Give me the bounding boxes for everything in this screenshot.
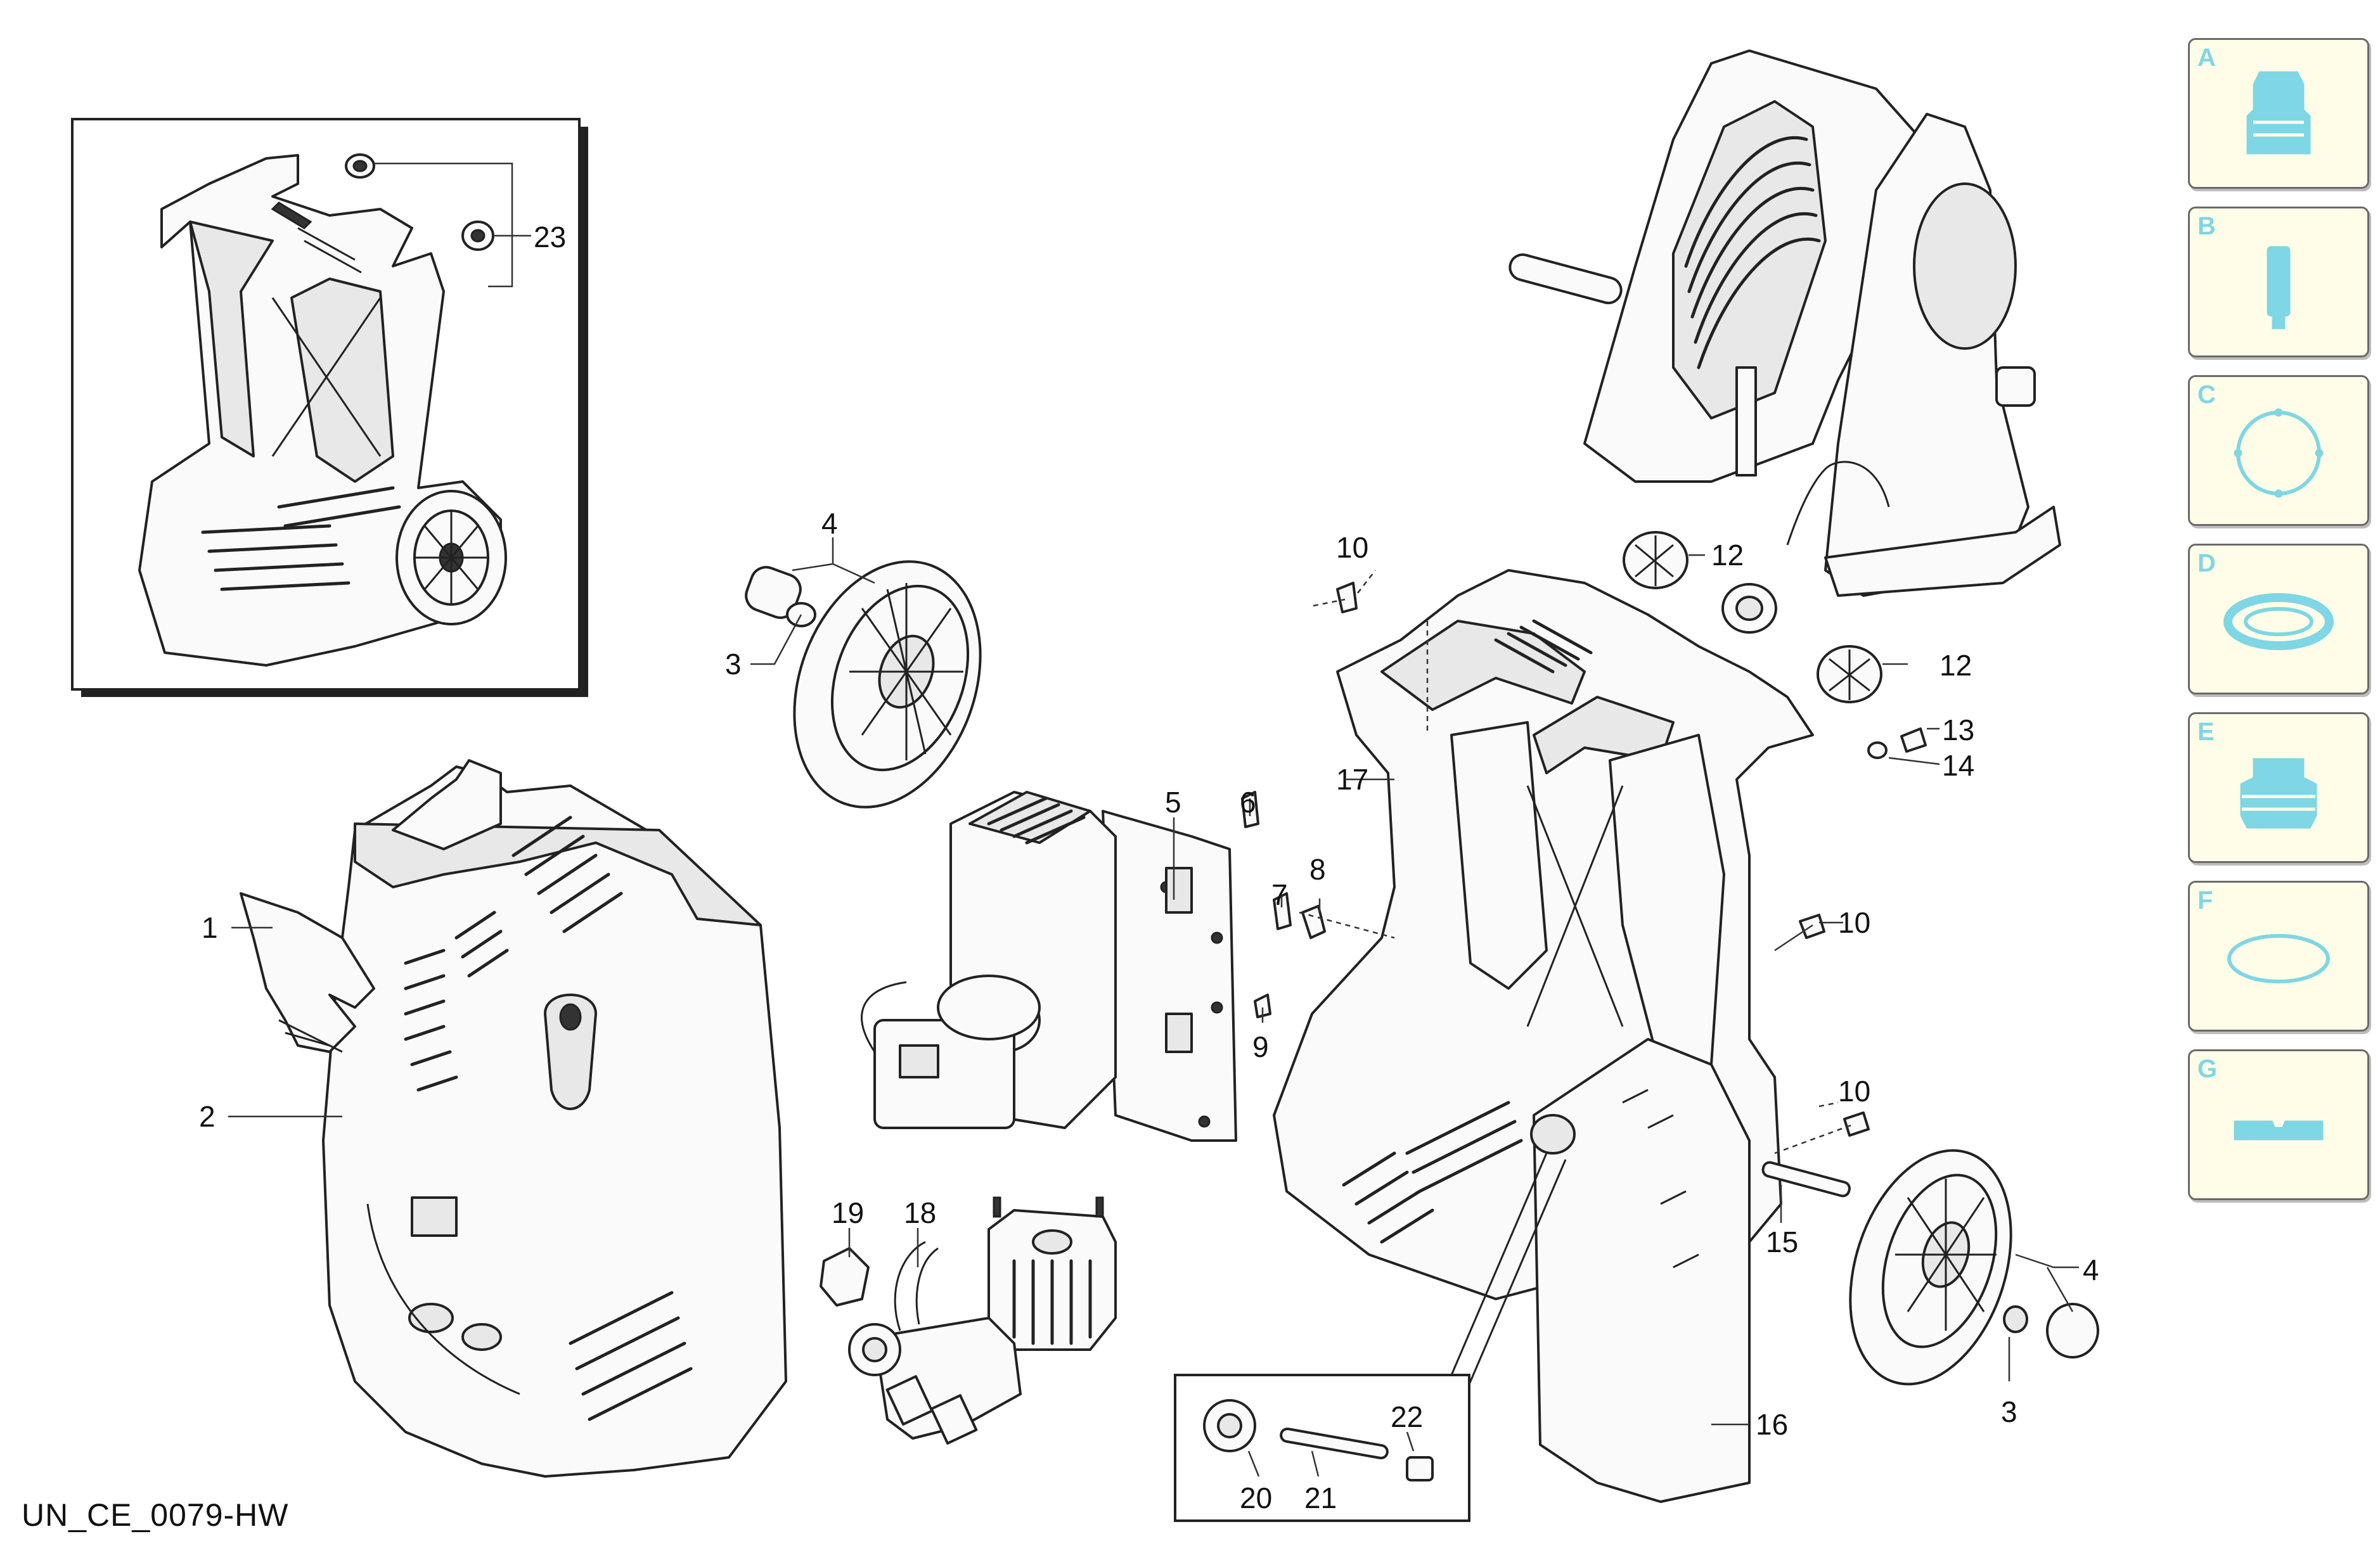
callout-13: 13 [1942, 713, 1974, 746]
cylinder-icon [2267, 246, 2291, 329]
leader-lines [228, 537, 2079, 1477]
legend-card-a[interactable]: A [2188, 38, 2369, 189]
inset-frame-assembly [71, 118, 588, 697]
callout-6: 6 [1240, 786, 1256, 819]
legend-card-c[interactable]: C [2188, 375, 2369, 526]
callout-18: 18 [904, 1196, 936, 1229]
flat-seal-icon [2223, 593, 2334, 650]
callout-16: 16 [1756, 1408, 1788, 1441]
callout-4: 4 [2083, 1253, 2099, 1286]
callout-20: 20 [1240, 1481, 1272, 1514]
callout-14: 14 [1942, 749, 1974, 782]
stepped-seal-icon [2240, 758, 2317, 829]
callout-4: 4 [821, 507, 838, 540]
callout-5: 5 [1165, 786, 1181, 819]
flat-gasket-icon [2234, 1120, 2324, 1141]
callout-15: 15 [1766, 1225, 1798, 1258]
legend-letter: D [2197, 549, 2216, 577]
callout-10: 10 [1336, 531, 1368, 564]
callout-labels: 1 2 3 3 4 4 5 6 7 8 9 10 10 10 12 12 13 … [199, 221, 2099, 1514]
motor-assembly [861, 791, 1326, 1142]
thin-ring-icon [2227, 934, 2330, 983]
legend-card-e[interactable]: E [2188, 712, 2369, 863]
callout-19: 19 [832, 1196, 864, 1229]
front-wheel [745, 560, 982, 809]
document-code: UN_CE_0079-HW [22, 1497, 289, 1533]
legend-card-d[interactable]: D [2188, 544, 2369, 694]
main-frame [1273, 569, 1814, 1503]
pump-assembly [820, 1196, 1117, 1445]
callout-10: 10 [1838, 1075, 1870, 1108]
legend-letter: G [2197, 1055, 2218, 1083]
legend-letter: E [2197, 718, 2215, 746]
legend-letter: B [2197, 212, 2216, 240]
hose-reel [1508, 49, 2061, 634]
callout-22: 22 [1391, 1400, 1423, 1433]
o-ring-icon [2234, 408, 2324, 498]
callout-2: 2 [199, 1100, 215, 1133]
screws [1336, 582, 1927, 1137]
seal-kit-box [1174, 1374, 1470, 1522]
reel-caps [1623, 531, 1882, 703]
callout-1: 1 [202, 911, 218, 944]
legend-letter: F [2197, 886, 2213, 914]
legend-letter: C [2197, 381, 2216, 409]
callout-10: 10 [1838, 906, 1870, 939]
callout-7: 7 [1271, 878, 1288, 911]
legend-card-f[interactable]: F [2188, 881, 2369, 1032]
legend-letter: A [2197, 44, 2216, 72]
callout-3: 3 [725, 648, 742, 681]
nozzle-icon [2246, 71, 2311, 155]
legend-card-g[interactable]: G [2188, 1049, 2369, 1200]
rear-wheel [1761, 1149, 2099, 1386]
callout-12: 12 [1711, 539, 1744, 572]
callout-3: 3 [2001, 1395, 2017, 1428]
callout-21: 21 [1304, 1481, 1337, 1514]
callout-17: 17 [1336, 763, 1368, 796]
callout-9: 9 [1252, 1030, 1269, 1063]
callout-8: 8 [1309, 853, 1326, 886]
callout-23: 23 [534, 221, 566, 253]
callout-12: 12 [1939, 649, 1972, 682]
handle-bracket [240, 892, 375, 1053]
legend-card-b[interactable]: B [2188, 207, 2369, 357]
housing-cover [322, 759, 787, 1478]
